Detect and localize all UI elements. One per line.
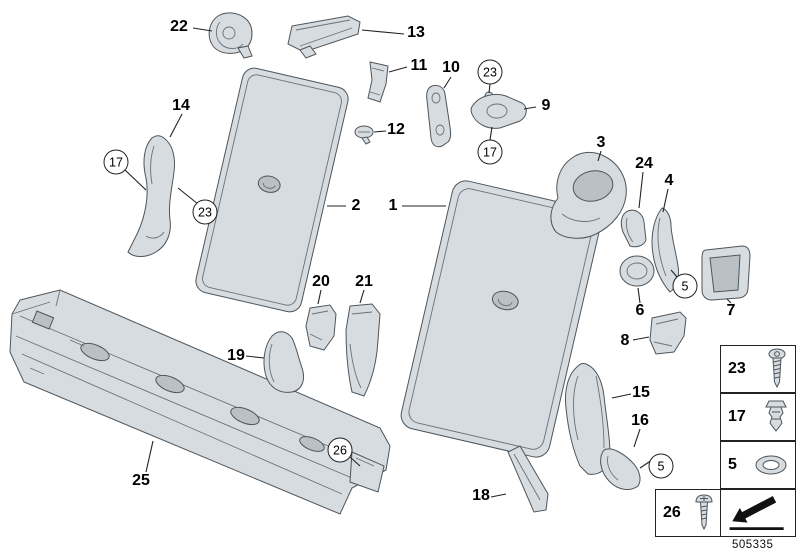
callout-16[interactable]: 16 [631, 412, 649, 429]
part-2-backrest-panel [195, 67, 349, 313]
grommet-icon [753, 453, 789, 477]
part-20-bracket [305, 304, 337, 351]
callout-7[interactable]: 7 [726, 302, 736, 319]
legend-number-23[interactable]: 23 [728, 360, 746, 377]
part-19-bracket [263, 331, 305, 393]
legend-number-5[interactable]: 5 [728, 456, 737, 473]
callout-6[interactable]: 6 [635, 302, 645, 319]
part-3-headrest-trim [550, 151, 627, 239]
legend-row-17[interactable]: 17 [720, 393, 796, 441]
legend-row-23[interactable]: 23 [720, 345, 796, 393]
legend-row-5[interactable]: 5 [720, 441, 796, 489]
callout-15[interactable]: 15 [632, 384, 650, 401]
clip-nut-icon [763, 398, 789, 436]
callout-25[interactable]: 25 [132, 472, 150, 489]
callout-circled-17-top[interactable]: 17 [477, 139, 503, 165]
callout-3[interactable]: 3 [596, 134, 606, 151]
part-6-grommet [619, 255, 655, 287]
callout-21[interactable]: 21 [355, 273, 373, 290]
part-13-trim-strip [287, 15, 361, 59]
pan-head-screw-icon [694, 493, 714, 533]
direction-arrow-icon [725, 491, 791, 535]
part-18-strip [507, 445, 549, 513]
part-22-bracket [208, 12, 253, 59]
part-9-bracket [470, 93, 527, 129]
callout-10[interactable]: 10 [442, 59, 460, 76]
callout-circled-5-lower[interactable]: 5 [648, 453, 674, 479]
callout-20[interactable]: 20 [312, 273, 330, 290]
callout-2[interactable]: 2 [351, 197, 361, 214]
part-21-bracket [345, 303, 381, 397]
legend-number-26[interactable]: 26 [663, 504, 681, 521]
callout-22[interactable]: 22 [170, 18, 188, 35]
part-25-crossmember [9, 289, 391, 515]
part-11-bracket [367, 61, 389, 103]
part-16-handle [600, 448, 641, 490]
callout-circled-23-left[interactable]: 23 [192, 199, 218, 225]
callout-circled-17-left[interactable]: 17 [103, 149, 129, 175]
callout-24[interactable]: 24 [635, 155, 653, 172]
legend-row-26[interactable]: 26 [655, 489, 721, 537]
legend-number-17[interactable]: 17 [728, 408, 746, 425]
tapping-screw-icon [765, 348, 789, 390]
part-12-clip [354, 125, 374, 145]
callout-circled-23-top[interactable]: 23 [477, 59, 503, 85]
part-1-backrest-panel [400, 180, 602, 458]
callout-1[interactable]: 1 [388, 197, 398, 214]
callout-18[interactable]: 18 [472, 487, 490, 504]
part-8-bracket [649, 311, 687, 355]
callout-12[interactable]: 12 [387, 121, 405, 138]
callout-13[interactable]: 13 [407, 24, 425, 41]
callout-14[interactable]: 14 [172, 97, 190, 114]
legend-direction-cell [720, 489, 796, 537]
part-24-cap [620, 209, 647, 248]
part-14-trim [127, 135, 175, 257]
part-10-bracket [426, 84, 452, 148]
callout-4[interactable]: 4 [664, 172, 674, 189]
part-7-bracket [701, 245, 751, 301]
callout-circled-26[interactable]: 26 [327, 437, 353, 463]
callout-19[interactable]: 19 [227, 347, 245, 364]
diagram-number: 505335 [732, 539, 774, 551]
callout-9[interactable]: 9 [541, 97, 551, 114]
callout-8[interactable]: 8 [620, 332, 630, 349]
callout-11[interactable]: 11 [410, 57, 428, 74]
callout-circled-5-right[interactable]: 5 [672, 273, 698, 299]
